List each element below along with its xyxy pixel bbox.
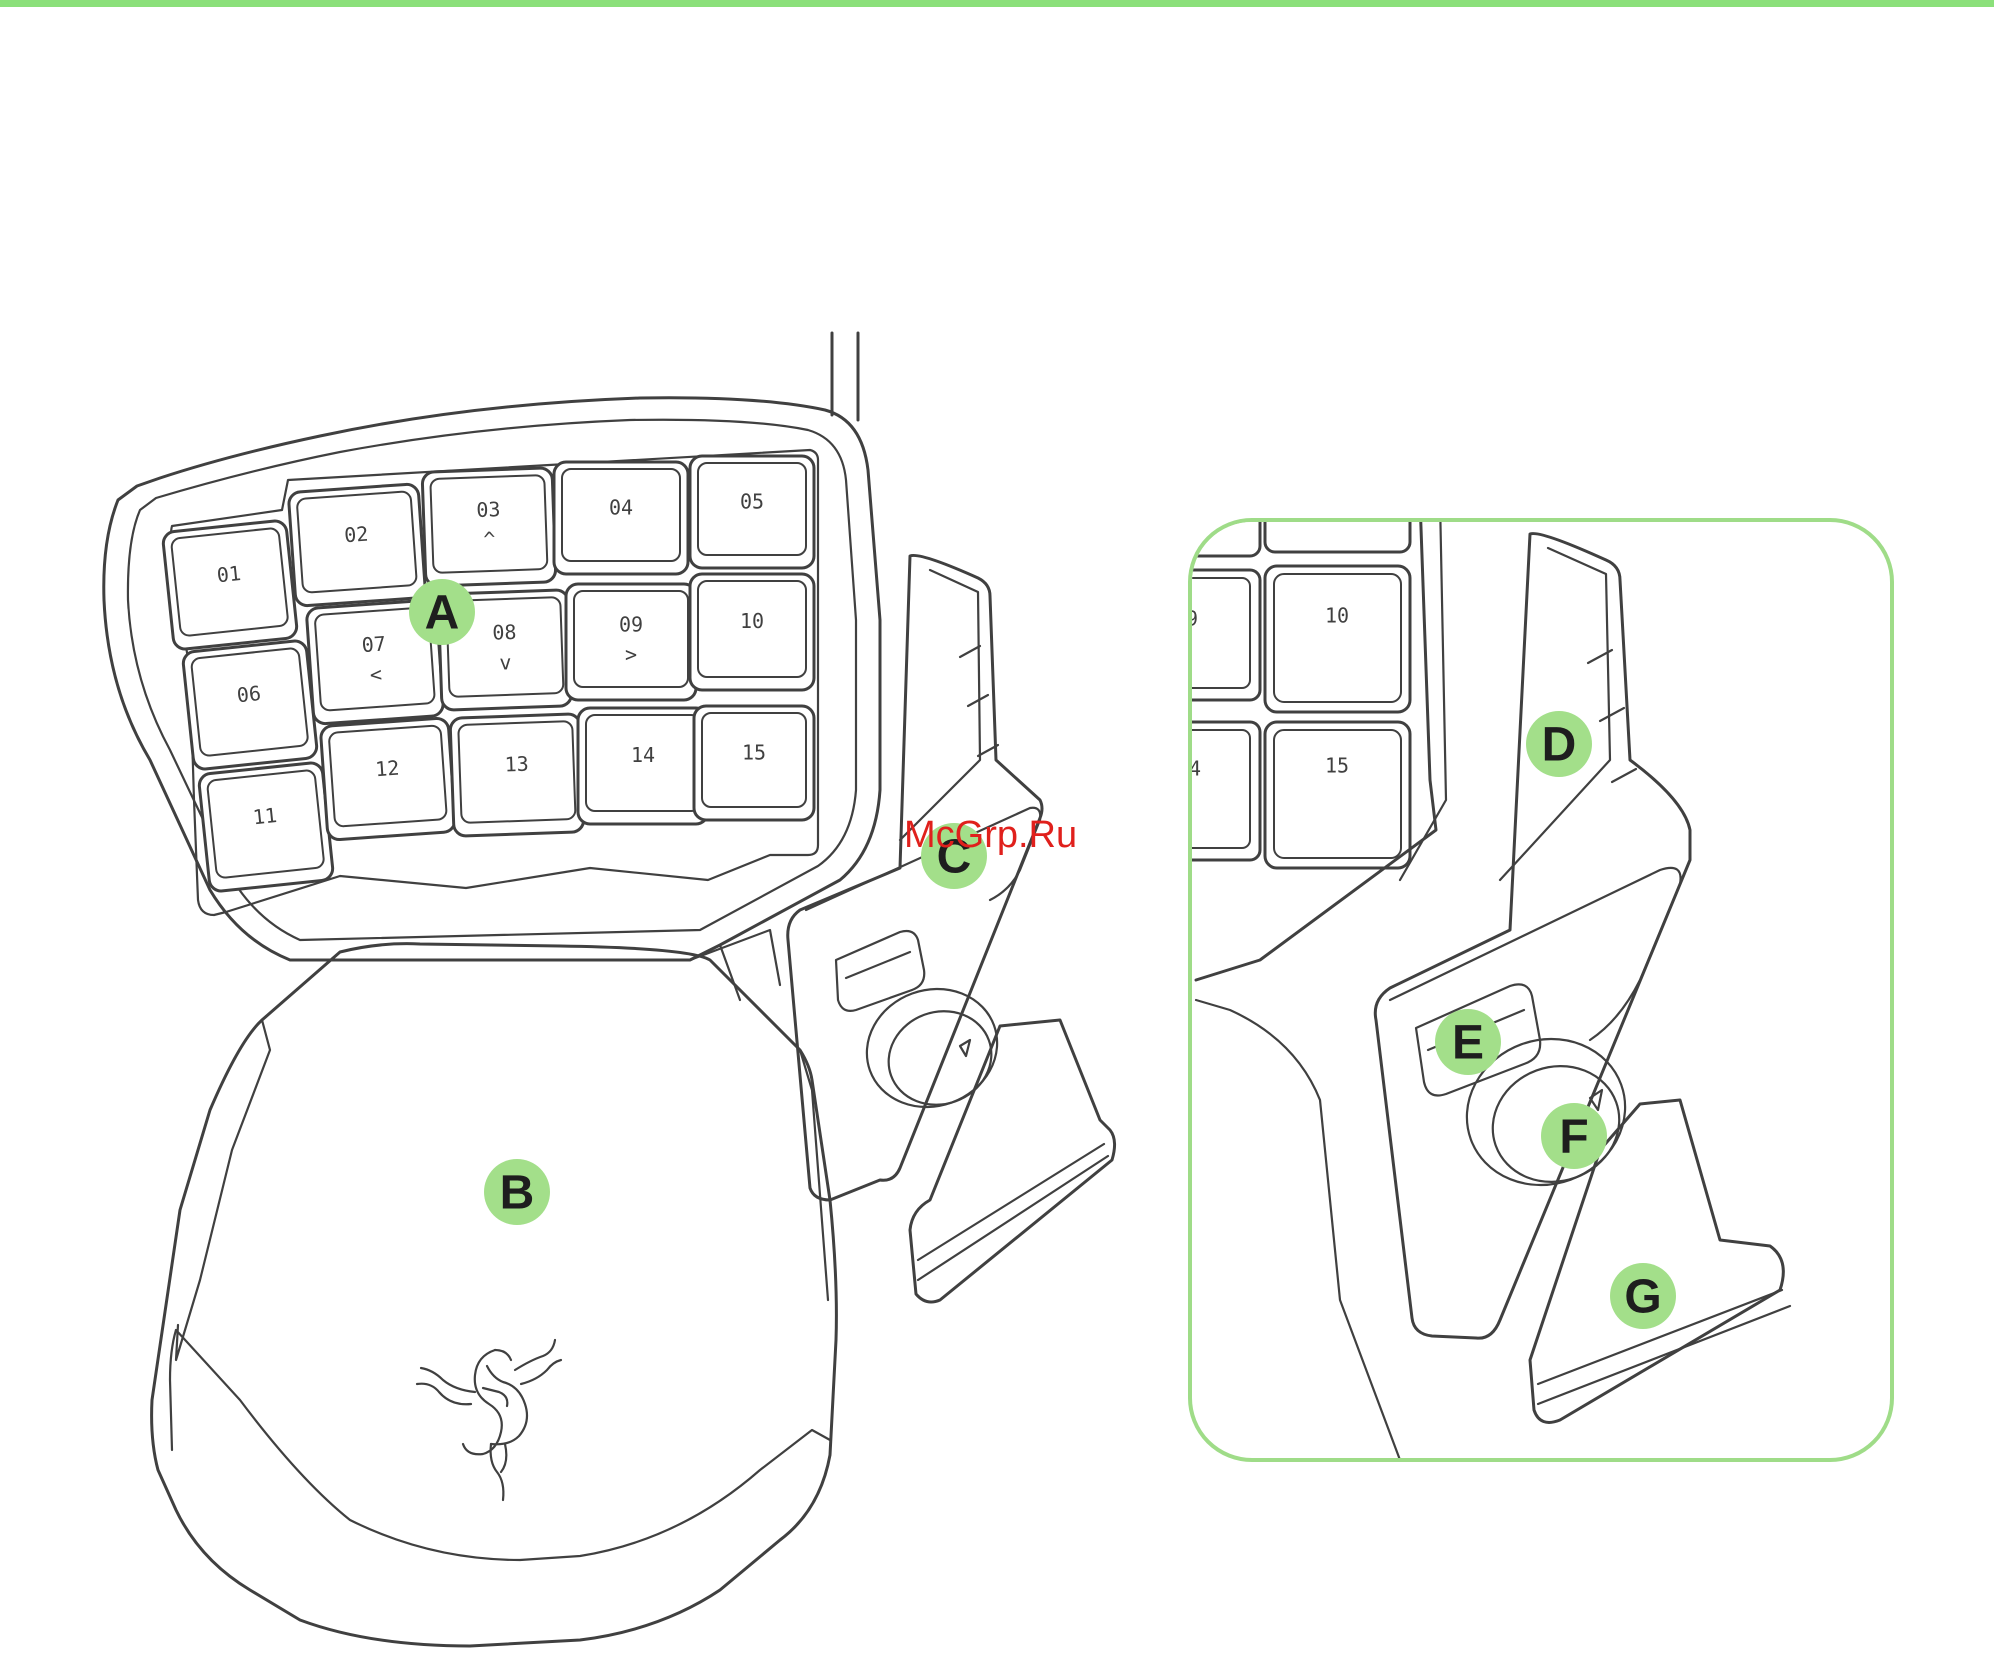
key-grid: 01 02 03 ^ 04 05 06 07 <08 v 09 >10 11 12 13 14 15 xyxy=(162,456,814,892)
key-label: 07 xyxy=(361,631,387,657)
inset-key-15-label: 15 xyxy=(1325,754,1349,778)
key-label: 11 xyxy=(252,803,278,829)
key-05: 05 xyxy=(690,456,814,568)
callout-letter: G xyxy=(1624,1271,1661,1324)
key-06: 06 xyxy=(182,640,318,770)
inset-key-10-label: 10 xyxy=(1325,604,1349,628)
key-label: 13 xyxy=(504,752,529,777)
key-label: 15 xyxy=(742,740,766,764)
callout-a: A xyxy=(409,579,475,645)
key-label: 09 xyxy=(619,612,643,636)
key-label: 08 xyxy=(492,620,517,645)
callout-letter: A xyxy=(425,587,460,640)
key-label: 12 xyxy=(374,756,400,782)
razer-snake-logo xyxy=(417,1340,561,1500)
callout-letter: F xyxy=(1559,1111,1588,1164)
key-02: 02 xyxy=(288,484,426,607)
callout-letter: E xyxy=(1452,1017,1484,1070)
key-label: 06 xyxy=(236,681,262,707)
key-04: 04 xyxy=(554,462,688,574)
svg-text:9: 9 xyxy=(1186,607,1198,631)
key-13: 13 xyxy=(450,714,584,836)
key-label: 05 xyxy=(740,490,764,514)
inset-panel: 9 4 10 15 xyxy=(1150,496,1892,1460)
callout-b: B xyxy=(484,1159,550,1225)
key-03: 03 ^ xyxy=(422,468,556,586)
key-15: 15 xyxy=(694,706,814,820)
callout-f: F xyxy=(1541,1103,1607,1169)
key-arrow-symbol: < xyxy=(369,662,383,687)
key-arrow-symbol: v xyxy=(499,650,512,674)
key-12: 12 xyxy=(320,718,456,841)
callout-e: E xyxy=(1435,1009,1501,1075)
palm-rest xyxy=(152,944,837,1646)
key-label: 10 xyxy=(740,609,764,633)
cable xyxy=(832,333,858,420)
callout-d: D xyxy=(1526,711,1592,777)
callout-g: G xyxy=(1610,1263,1676,1329)
key-arrow-symbol: > xyxy=(625,642,637,666)
key-label: 04 xyxy=(609,496,633,520)
key-10: 10 xyxy=(690,574,814,690)
key-label: 02 xyxy=(343,522,369,548)
callout-letter: B xyxy=(500,1167,535,1220)
key-label: 14 xyxy=(631,743,655,767)
key-14: 14 xyxy=(578,708,708,824)
watermark-text: McGrp.Ru xyxy=(904,814,1077,857)
key-11: 11 xyxy=(198,762,334,892)
key-09: 09 > xyxy=(566,584,696,700)
key-label: 01 xyxy=(216,561,242,587)
key-label: 03 xyxy=(476,497,501,522)
thumb-module xyxy=(788,555,1115,1302)
callout-letter: D xyxy=(1542,719,1577,772)
key-arrow-symbol: ^ xyxy=(483,527,496,551)
key-01: 01 xyxy=(162,520,298,650)
